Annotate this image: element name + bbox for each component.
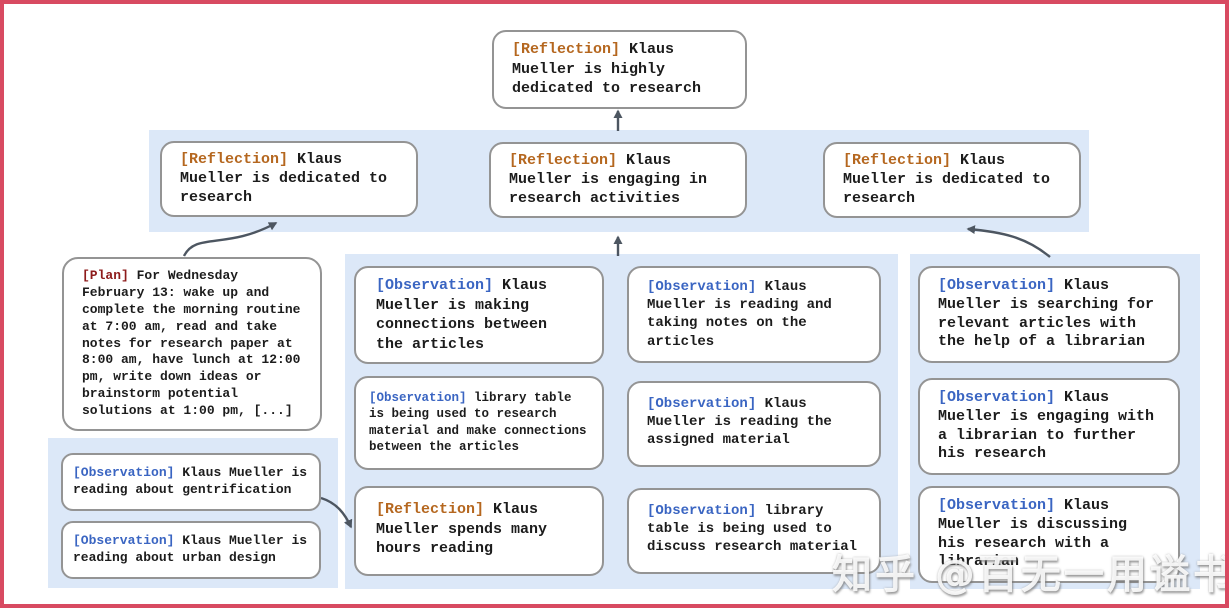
observation-node-assigned-material: [Observation] Klaus Mueller is reading t… xyxy=(627,381,881,467)
node-text: Klaus Mueller spends many hours reading xyxy=(376,501,548,557)
observation-tag: [Observation] xyxy=(73,533,175,548)
observation-tag: [Observation] xyxy=(376,277,494,294)
observation-node-taking-notes: [Observation] Klaus Mueller is reading a… xyxy=(627,266,881,363)
node-text: Klaus Mueller is dedicated to research xyxy=(843,152,1051,207)
reflection-tag: [Reflection] xyxy=(180,151,289,168)
reflection-node-root: [Reflection] Klaus Mueller is highly ded… xyxy=(492,30,747,109)
reflection-node-center: [Reflection] Klaus Mueller is engaging i… xyxy=(489,142,747,219)
observation-node-library-table-research: [Observation] library table is being use… xyxy=(354,376,604,470)
reflection-node-hours-reading: [Reflection] Klaus Mueller spends many h… xyxy=(354,486,604,576)
node-text: For Wednesday February 13: wake up and c… xyxy=(82,268,301,419)
node-text: Klaus Mueller is discussing his research… xyxy=(938,497,1128,571)
observation-node-making-connections: [Observation] Klaus Mueller is making co… xyxy=(354,266,604,364)
reflection-tag: [Reflection] xyxy=(376,501,485,518)
reflection-tag: [Reflection] xyxy=(509,152,618,169)
observation-node-gentrification: [Observation] Klaus Mueller is reading a… xyxy=(61,453,321,511)
node-text: Klaus Mueller is making connections betw… xyxy=(376,277,548,353)
observation-tag: [Observation] xyxy=(938,497,1056,514)
node-text: Klaus Mueller is engaging with a librari… xyxy=(938,389,1155,463)
node-text: Klaus Mueller is highly dedicated to res… xyxy=(512,41,702,97)
observation-tag: [Observation] xyxy=(647,396,757,412)
plan-tag: [Plan] xyxy=(82,268,129,283)
node-text: Klaus Mueller is dedicated to research xyxy=(180,151,388,206)
plan-node: [Plan] For Wednesday February 13: wake u… xyxy=(62,257,322,432)
node-text: library table is being used to research … xyxy=(369,391,587,454)
node-text: library table is being used to discuss r… xyxy=(647,503,858,556)
node-text: Klaus Mueller is searching for relevant … xyxy=(938,277,1155,351)
observation-node-discussing-research: [Observation] Klaus Mueller is discussin… xyxy=(918,486,1180,583)
arrow-right-band-to-right-reflection xyxy=(966,225,1051,258)
reflection-node-right: [Reflection] Klaus Mueller is dedicated … xyxy=(823,142,1081,219)
observation-tag: [Observation] xyxy=(369,391,467,405)
node-text: Klaus Mueller is reading about gentrific… xyxy=(73,465,308,497)
node-text: Klaus Mueller is engaging in research ac… xyxy=(509,152,708,207)
observation-node-searching-articles: [Observation] Klaus Mueller is searching… xyxy=(918,266,1180,363)
observation-tag: [Observation] xyxy=(647,279,757,295)
node-text: Klaus Mueller is reading the assigned ma… xyxy=(647,396,832,449)
observation-tag: [Observation] xyxy=(938,277,1056,294)
zhihu-watermark: 知乎 @百无一用谥书生 xyxy=(832,552,1225,598)
reflection-tag: [Reflection] xyxy=(512,41,621,58)
observation-tag: [Observation] xyxy=(938,389,1056,406)
reflection-node-left: [Reflection] Klaus Mueller is dedicated … xyxy=(160,141,418,218)
observation-tag: [Observation] xyxy=(73,465,175,480)
observation-node-engaging-librarian: [Observation] Klaus Mueller is engaging … xyxy=(918,378,1180,475)
node-text: Klaus Mueller is reading about urban des… xyxy=(73,533,308,565)
reflection-tag: [Reflection] xyxy=(843,152,952,169)
node-text: Klaus Mueller is reading and taking note… xyxy=(647,279,832,350)
observation-node-library-table-discuss: [Observation] library table is being use… xyxy=(627,488,881,574)
observation-tag: [Observation] xyxy=(647,503,757,519)
observation-node-urban-design: [Observation] Klaus Mueller is reading a… xyxy=(61,521,321,579)
